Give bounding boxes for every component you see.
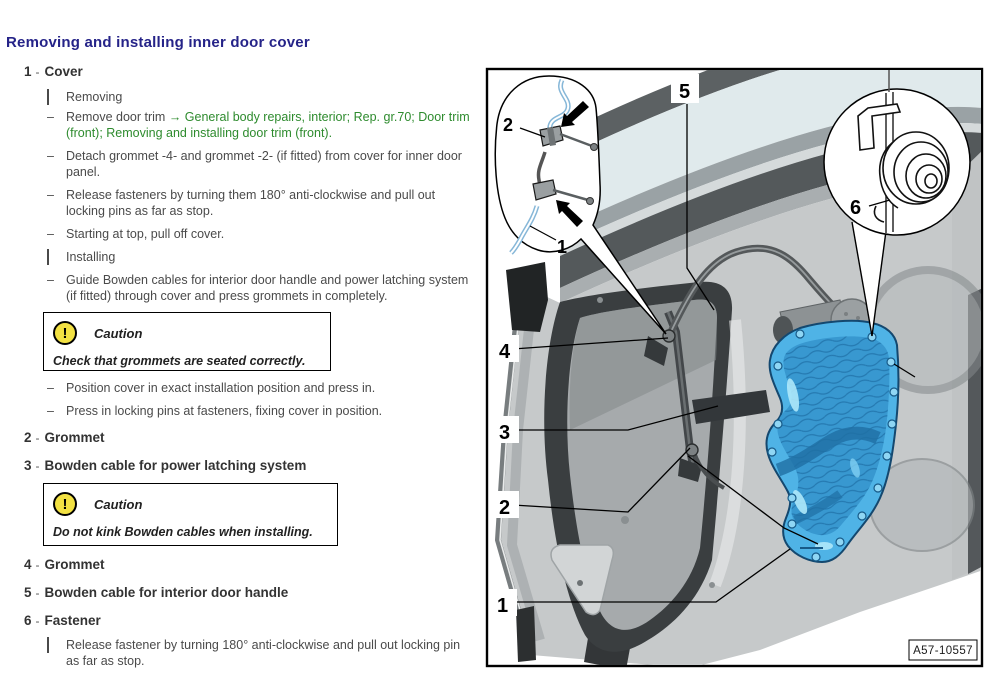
dash-bullet-icon: – (47, 381, 54, 395)
inset-callout-1: 1 (557, 237, 567, 257)
item-heading-6: 6-Fastener (24, 613, 101, 628)
callout-5: 5 (679, 81, 690, 103)
caution-box-2: ! Caution Do not kink Bowden cables when… (43, 483, 338, 546)
leader-lines (512, 104, 916, 603)
caution-title: Caution (94, 496, 143, 512)
detail-grommet-lower (532, 179, 557, 201)
caution-text: Check that grommets are seated correctly… (53, 354, 306, 368)
item-heading-2: 2-Grommet (24, 430, 105, 445)
list-item: – Starting at top, pull off cover. (47, 227, 225, 241)
dash-bullet-icon: – (47, 149, 54, 163)
press-arrow-icon (556, 200, 583, 227)
dash-bullet-icon: – (47, 188, 54, 202)
item-title: Cover (44, 64, 83, 79)
list-item: Installing (6, 249, 474, 266)
inset-callout-2: 2 (503, 115, 513, 135)
cross-reference-link[interactable]: → General body repairs, interior; Rep. g… (66, 110, 470, 140)
door-artwork: 4 3 2 1 5 6 2 1 A57-10557 (491, 70, 981, 665)
square-bullet-icon (47, 637, 66, 669)
mirror-bracket (506, 262, 548, 332)
door-diagram-svg: 4 3 2 1 5 6 2 1 A57-10557 (485, 67, 984, 668)
caution-warning-icon: ! (53, 321, 77, 345)
fastener-drawing (857, 103, 950, 223)
list-item: Release fastener by turning 180° anti-cl… (6, 637, 474, 669)
door-diagram: 4 3 2 1 5 6 2 1 A57-10557 (484, 66, 985, 672)
step-text: Remove door trim (66, 110, 169, 124)
caution-text: Do not kink Bowden cables when installin… (53, 525, 313, 539)
caution-box-1: ! Caution Check that grommets are seated… (43, 312, 331, 371)
dash-bullet-icon: – (47, 227, 54, 241)
grommet-2 (685, 443, 699, 457)
callout-6: 6 (850, 197, 861, 219)
inset-cable-detail (494, 75, 667, 335)
callout-2: 2 (499, 497, 510, 519)
inset-fastener-detail (823, 70, 971, 337)
caution-warning-icon: ! (53, 492, 77, 516)
part-code-text: A57-10557 (913, 645, 973, 657)
press-arrow-icon (561, 101, 589, 127)
caution-title: Caution (94, 325, 143, 341)
callout-1: 1 (497, 595, 508, 617)
square-bullet-icon (47, 89, 66, 106)
item-number: 1 (24, 64, 32, 79)
item-heading-1: 1-Cover (24, 64, 83, 79)
list-item: – Remove door trim → General body repair… (6, 110, 474, 141)
latch-slot (692, 390, 770, 424)
page-title: Removing and installing inner door cover (6, 34, 310, 51)
list-item: – Guide Bowden cables for interior door … (47, 273, 469, 303)
item-heading-4: 4-Grommet (24, 557, 105, 572)
part-code: A57-10557 (908, 639, 978, 661)
item-heading-5: 5-Bowden cable for interior door handle (24, 585, 289, 600)
list-item: – Release fasteners by turning them 180°… (47, 188, 436, 218)
dash-bullet-icon: – (47, 110, 54, 124)
dash-bullet-icon: – (47, 273, 54, 287)
item-heading-3: 3-Bowden cable for power latching system (24, 458, 307, 473)
callout-3: 3 (499, 422, 510, 444)
list-item: – Press in locking pins at fasteners, fi… (47, 404, 383, 418)
list-item: Removing (6, 89, 474, 106)
callout-4: 4 (499, 341, 511, 363)
cover-fastener-holes (767, 329, 899, 562)
list-item: – Position cover in exact installation p… (47, 381, 376, 395)
list-item: – Detach grommet -4- and grommet -2- (if… (47, 149, 462, 179)
inner-door-cover (765, 319, 900, 564)
square-bullet-icon (47, 249, 66, 266)
dash-bullet-icon: – (47, 404, 54, 418)
callout-labels: 4 3 2 1 5 6 2 1 (491, 74, 861, 617)
